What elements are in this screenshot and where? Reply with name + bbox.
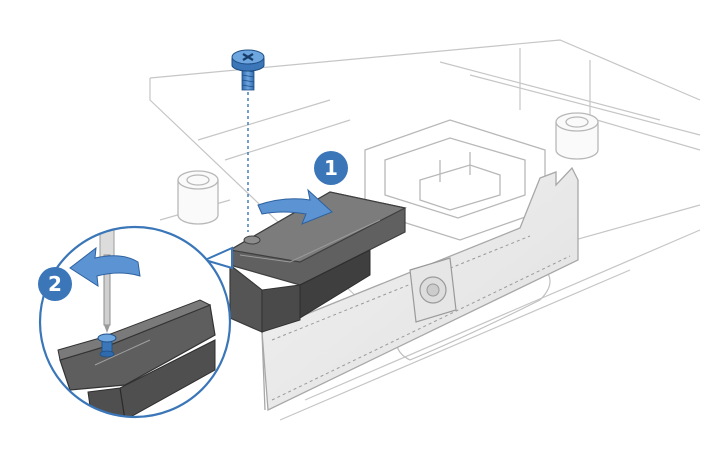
step-1-badge: 1 bbox=[314, 151, 348, 185]
step-2-badge: 2 bbox=[38, 267, 72, 301]
step-2-number: 2 bbox=[48, 272, 62, 296]
mounting-boss-right bbox=[555, 112, 599, 160]
camera-module bbox=[409, 257, 457, 323]
screw-icon bbox=[231, 49, 265, 91]
zoom-screw-icon bbox=[97, 333, 117, 358]
slide-arrow-icon bbox=[257, 188, 333, 225]
front-panel bbox=[261, 166, 579, 412]
zoom-callout bbox=[38, 225, 233, 419]
chassis-outline bbox=[149, 39, 701, 421]
mounting-boss-left bbox=[177, 170, 219, 225]
unscrew-arrow-icon bbox=[69, 246, 141, 287]
step-1-number: 1 bbox=[324, 156, 338, 180]
latch-bracket bbox=[228, 191, 407, 333]
